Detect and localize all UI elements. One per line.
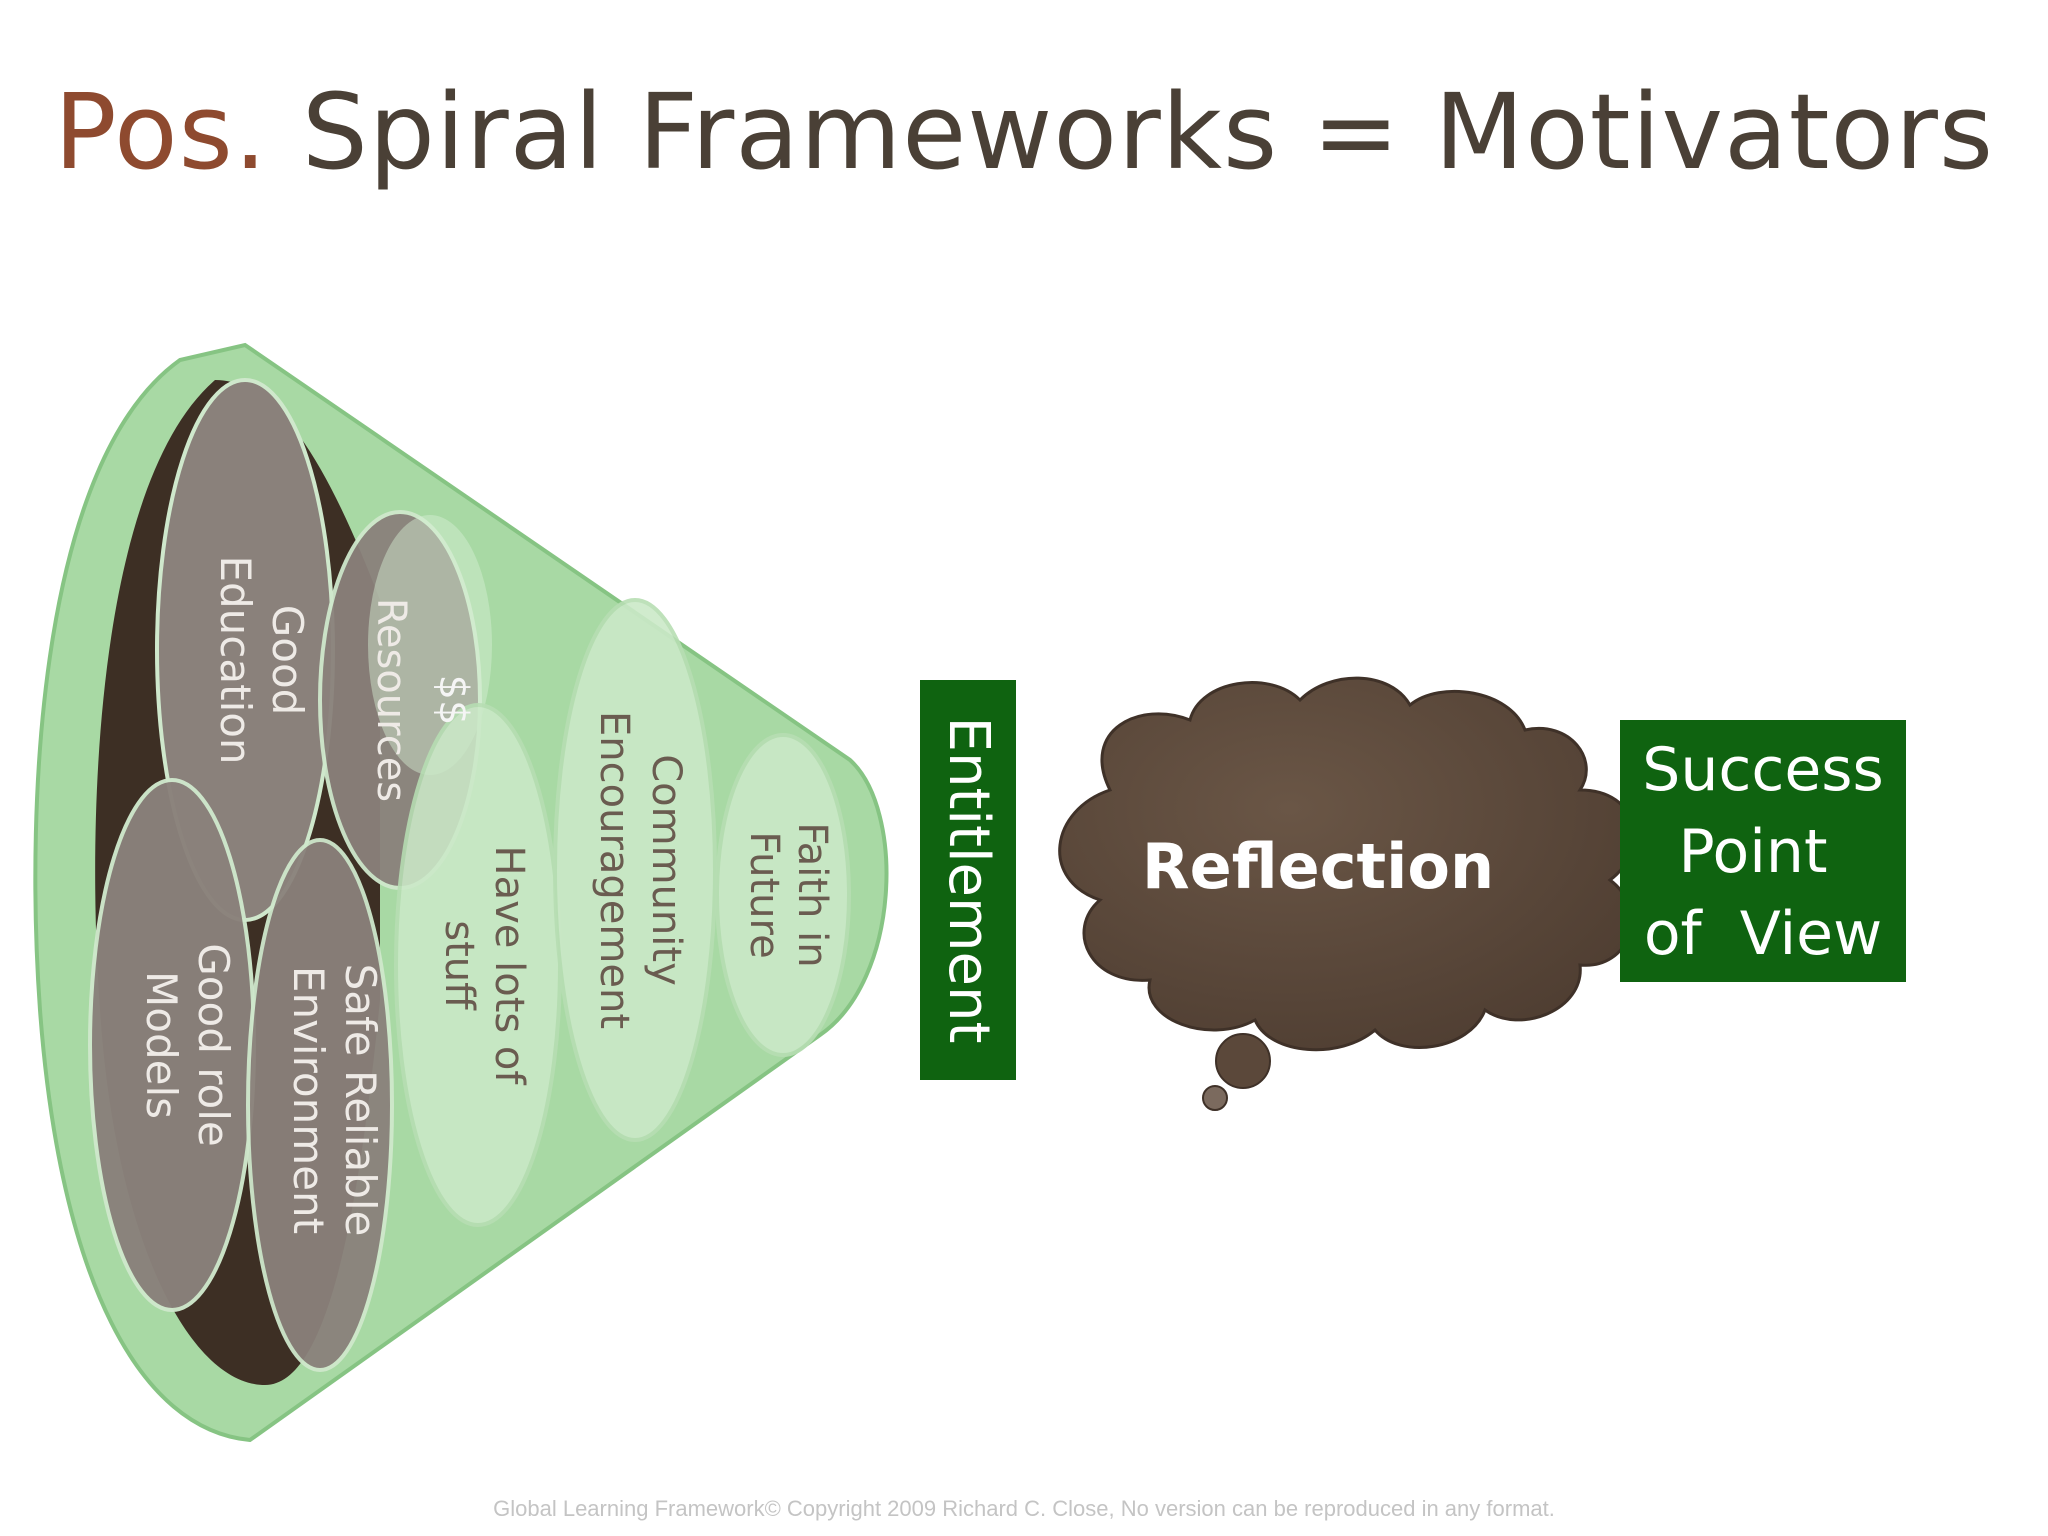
svg-text:Future: Future [741, 831, 787, 958]
thought-bubble-large [1215, 1033, 1271, 1089]
reflection-label: Reflection [1142, 830, 1494, 903]
entitlement-label: Entitlement [936, 717, 1001, 1044]
slide-title: Pos. Spiral Frameworks = Motivators [0, 70, 2048, 195]
success-line-1: Success [1642, 735, 1884, 805]
oval-faith-in-future [715, 733, 851, 1057]
label-community-encouragement: Community Encouragement [591, 711, 689, 1029]
label-good-education: Good Education [211, 555, 312, 764]
svg-text:Environment: Environment [284, 966, 333, 1234]
svg-text:$$: $$ [430, 675, 476, 726]
entitlement-box [920, 680, 1016, 1080]
label-good-role-models: Good role Models [137, 943, 238, 1147]
copyright-footer: Global Learning Framework© Copyright 200… [493, 1496, 1555, 1521]
svg-text:Faith in: Faith in [789, 822, 835, 967]
oval-safe-reliable [246, 838, 394, 1372]
oval-community-encouragement [553, 598, 717, 1142]
svg-text:Education: Education [211, 555, 260, 764]
svg-text:Entitlement: Entitlement [936, 717, 1001, 1044]
svg-text:Have lots of: Have lots of [486, 846, 532, 1086]
success-line-3: of View [1644, 899, 1882, 969]
success-line-2: Point [1679, 817, 1828, 887]
svg-text:Models: Models [137, 971, 186, 1119]
label-have-lots-of-stuff: Have lots of stuff [436, 846, 532, 1086]
svg-text:Good role: Good role [189, 943, 238, 1147]
label-dollars: $$ [430, 675, 476, 726]
reflection-cloud: Reflection [1058, 676, 1636, 1111]
label-safe-reliable-environment: Safe Reliable Environment [284, 964, 385, 1237]
svg-text:Encouragement: Encouragement [591, 711, 637, 1029]
svg-text:Resources: Resources [368, 598, 414, 802]
title-main: Spiral Frameworks = Motivators [301, 71, 1995, 193]
thought-bubble-small [1202, 1085, 1228, 1111]
success-box [1620, 720, 1906, 982]
label-resources: Resources [368, 598, 414, 802]
svg-text:Safe Reliable: Safe Reliable [336, 964, 385, 1237]
label-faith-in-future: Faith in Future [741, 822, 835, 967]
svg-text:Good: Good [263, 605, 312, 716]
svg-text:Community: Community [643, 754, 689, 986]
title-prefix: Pos. [53, 71, 268, 193]
svg-text:stuff: stuff [436, 920, 482, 1011]
